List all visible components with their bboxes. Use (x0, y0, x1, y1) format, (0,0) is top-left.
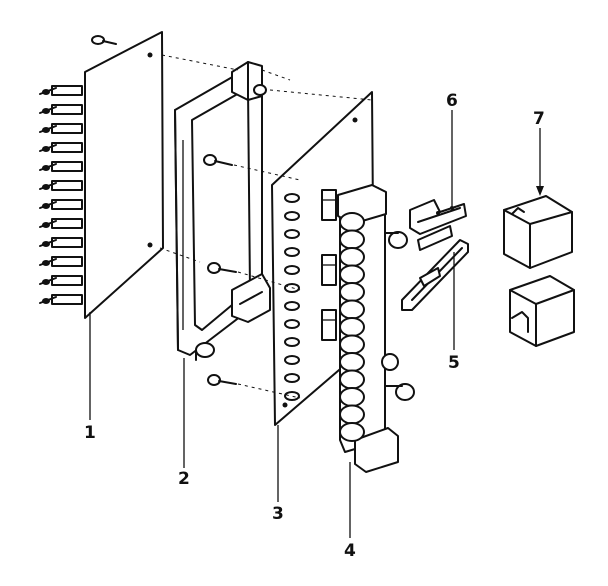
part-4-contact-rings (339, 212, 365, 442)
terminal-pin (39, 199, 83, 210)
contact-ring (339, 247, 365, 267)
contact-slot (284, 355, 300, 365)
contact-slot (284, 337, 300, 347)
terminal-pin (39, 142, 83, 153)
contact-ring (339, 212, 365, 232)
contact-slot (284, 193, 300, 203)
contact-slot (284, 211, 300, 221)
part-1-pin-row (39, 85, 83, 305)
contact-slot (284, 319, 300, 329)
part-6-upper-bracket (409, 199, 467, 251)
part-2-top-clip (231, 61, 267, 101)
part-7-cover (503, 195, 575, 347)
contact-ring (339, 299, 365, 320)
leader-lines (89, 110, 544, 538)
terminal-pin (39, 256, 83, 267)
part-2-middle-bracket (231, 273, 271, 323)
part-1-terminal-board (39, 31, 164, 319)
part-2-bottom-boss (195, 342, 215, 361)
terminal-pin (39, 123, 83, 134)
terminal-pin (39, 180, 83, 191)
part-4-side-lugs (381, 231, 415, 401)
contact-ring (339, 317, 365, 337)
callout-7: 7 (533, 109, 545, 129)
contact-slot (284, 391, 300, 401)
terminal-pin (39, 85, 83, 96)
mounting-screw-lower (207, 374, 237, 386)
contact-slot (284, 247, 300, 257)
contact-ring (339, 334, 365, 355)
part-5-lower-bracket (401, 239, 469, 311)
contact-ring (339, 369, 365, 390)
callout-5: 5 (448, 353, 460, 373)
terminal-pin (39, 218, 83, 229)
contact-ring (339, 282, 365, 302)
contact-ring (339, 229, 365, 250)
assembly-guide-lines (159, 54, 373, 399)
callout-2: 2 (178, 469, 190, 489)
part-1-screw (91, 35, 117, 45)
mounting-screw-upper (203, 154, 233, 166)
part-3-components (321, 189, 337, 341)
terminal-pin (39, 294, 83, 305)
part-4-terminal-strip (337, 184, 415, 473)
contact-ring (339, 387, 365, 407)
contact-ring (339, 404, 365, 425)
terminal-pin (39, 275, 83, 286)
contact-slot (284, 301, 300, 311)
callout-labels: 1 2 3 4 5 6 7 (84, 91, 545, 561)
contact-slot (284, 265, 300, 275)
contact-slot (284, 229, 300, 239)
contact-ring (339, 352, 365, 372)
contact-slot (284, 373, 300, 383)
part-2-mounting-frame (174, 61, 271, 361)
contact-ring (339, 422, 365, 442)
terminal-pin (39, 104, 83, 115)
callout-4: 4 (344, 541, 356, 561)
mounting-screw-middle (207, 262, 237, 274)
callout-3: 3 (272, 504, 284, 524)
callout-6: 6 (446, 91, 458, 111)
callout-1: 1 (84, 423, 96, 443)
contact-ring (339, 264, 365, 285)
terminal-pin (39, 161, 83, 172)
terminal-pin (39, 237, 83, 248)
